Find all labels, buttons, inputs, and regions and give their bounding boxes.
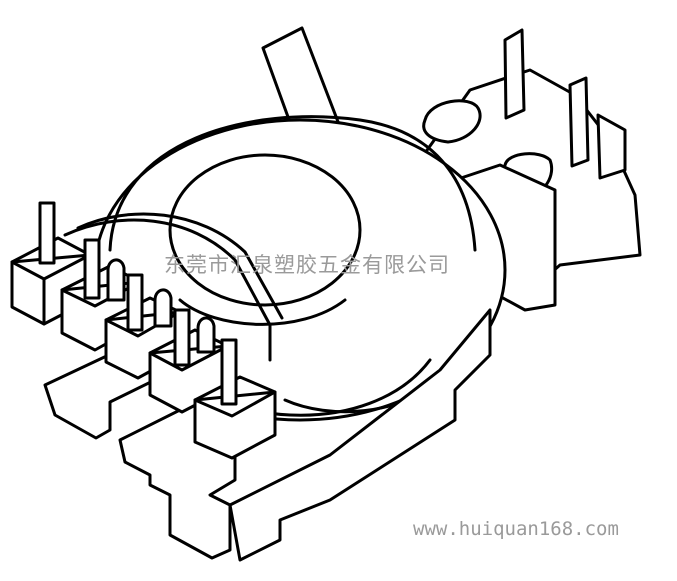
left-pin-blocks	[10, 201, 277, 460]
company-watermark: 东莞市汇泉塑胶五金有限公司	[164, 253, 450, 277]
url-watermark: www.huiquan168.com	[413, 518, 619, 540]
pin-bridge	[63, 212, 284, 362]
